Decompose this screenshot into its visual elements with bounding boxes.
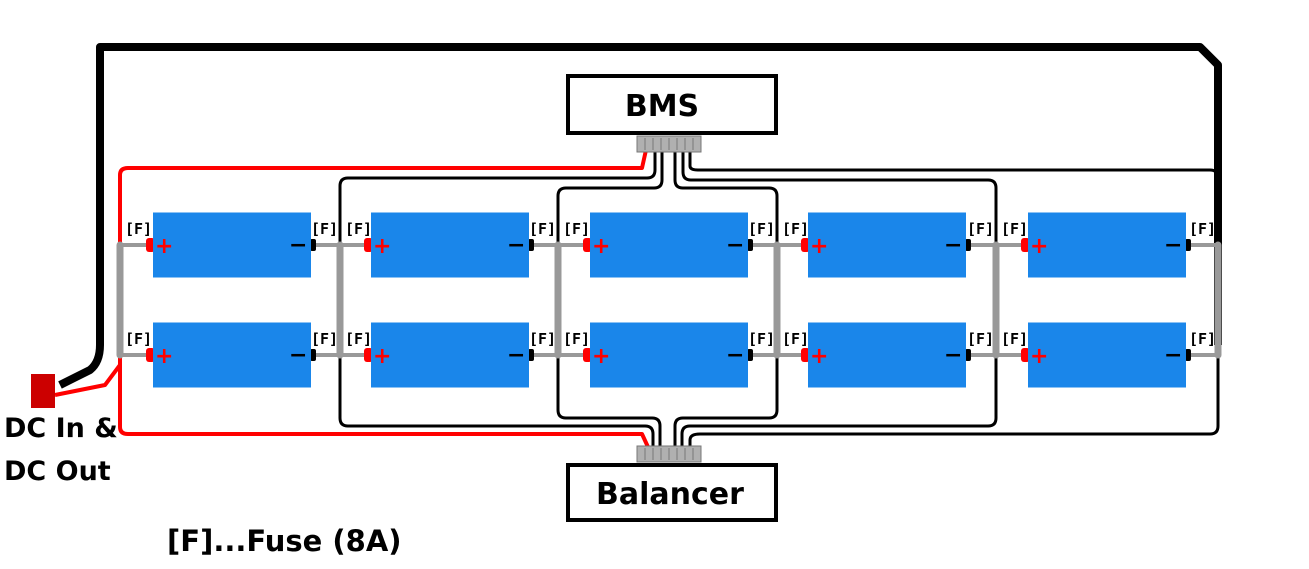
fuse-label: [F] bbox=[345, 330, 372, 348]
battery-cell bbox=[1028, 212, 1186, 278]
bms-sense-wires bbox=[338, 150, 1220, 245]
negative-terminal bbox=[965, 239, 971, 251]
positive-terminal bbox=[583, 238, 592, 252]
negative-terminal bbox=[528, 349, 534, 361]
negative-symbol: − bbox=[1164, 343, 1182, 368]
fuse-label: [F] bbox=[1001, 220, 1028, 238]
positive-symbol: + bbox=[373, 344, 391, 369]
negative-symbol: − bbox=[944, 233, 962, 258]
positive-terminal bbox=[364, 348, 373, 362]
fuse-label: [F] bbox=[529, 220, 556, 238]
bms-label: BMS bbox=[625, 89, 699, 124]
positive-terminal bbox=[1021, 348, 1030, 362]
negative-terminal bbox=[528, 239, 534, 251]
positive-terminal bbox=[1021, 238, 1030, 252]
negative-terminal bbox=[747, 239, 753, 251]
fuse-label: [F] bbox=[529, 330, 556, 348]
dc-terminal bbox=[31, 374, 55, 408]
negative-symbol: − bbox=[726, 343, 744, 368]
balancer-connector bbox=[636, 445, 702, 463]
main-negative-wire bbox=[58, 43, 1222, 389]
battery-cell bbox=[590, 212, 748, 278]
positive-symbol: + bbox=[155, 344, 173, 369]
positive-symbol: + bbox=[810, 234, 828, 259]
fuse-label: [F] bbox=[782, 220, 809, 238]
battery-cells: +−[F][F]+−[F][F]+−[F][F]+−[F][F]+−[F][F]… bbox=[116, 212, 1222, 388]
negative-symbol: − bbox=[507, 233, 525, 258]
balancer-box: Balancer bbox=[566, 463, 778, 522]
fuse-label: [F] bbox=[125, 220, 152, 238]
battery-cell bbox=[153, 212, 311, 278]
fuse-label: [F] bbox=[345, 220, 372, 238]
negative-terminal bbox=[965, 349, 971, 361]
balancer-sense-wires bbox=[338, 355, 1220, 447]
negative-symbol: − bbox=[289, 233, 307, 258]
fuse-label: [F] bbox=[125, 330, 152, 348]
battery-cell bbox=[808, 212, 966, 278]
fuse-label: [F] bbox=[311, 330, 338, 348]
negative-symbol: − bbox=[944, 343, 962, 368]
fuse-label: [F] bbox=[748, 220, 775, 238]
bms-connector bbox=[636, 135, 702, 153]
positive-symbol: + bbox=[1030, 344, 1048, 369]
positive-terminal bbox=[146, 348, 155, 362]
negative-terminal bbox=[310, 349, 316, 361]
fuse-label: [F] bbox=[967, 330, 994, 348]
negative-terminal bbox=[747, 349, 753, 361]
fuse-label: [F] bbox=[563, 330, 590, 348]
positive-symbol: + bbox=[592, 344, 610, 369]
bms-box: BMS bbox=[566, 74, 778, 135]
positive-terminal bbox=[801, 238, 810, 252]
positive-terminal bbox=[801, 348, 810, 362]
fuse-label: [F] bbox=[748, 330, 775, 348]
fuse-label: [F] bbox=[311, 220, 338, 238]
fuse-label: [F] bbox=[967, 220, 994, 238]
battery-cell bbox=[1028, 322, 1186, 388]
dc-label-line2: DC Out bbox=[4, 456, 111, 487]
negative-symbol: − bbox=[289, 343, 307, 368]
fuse-label: [F] bbox=[1189, 330, 1216, 348]
negative-terminal bbox=[1185, 349, 1191, 361]
battery-cell bbox=[590, 322, 748, 388]
dc-label-line1: DC In & bbox=[4, 413, 118, 444]
balancer-positive-wire bbox=[118, 365, 650, 448]
positive-symbol: + bbox=[155, 234, 173, 259]
positive-terminal bbox=[146, 238, 155, 252]
positive-symbol: + bbox=[373, 234, 391, 259]
fuse-label: [F] bbox=[1001, 330, 1028, 348]
negative-terminal bbox=[1185, 239, 1191, 251]
positive-symbol: + bbox=[1030, 234, 1048, 259]
positive-symbol: + bbox=[592, 234, 610, 259]
negative-symbol: − bbox=[507, 343, 525, 368]
battery-cell bbox=[808, 322, 966, 388]
fuse-label: [F] bbox=[563, 220, 590, 238]
fuse-label: [F] bbox=[1189, 220, 1216, 238]
positive-terminal bbox=[583, 348, 592, 362]
negative-terminal bbox=[310, 239, 316, 251]
fuse-label: [F] bbox=[782, 330, 809, 348]
negative-symbol: − bbox=[1164, 233, 1182, 258]
battery-cell bbox=[371, 322, 529, 388]
battery-cell bbox=[371, 212, 529, 278]
battery-cell bbox=[153, 322, 311, 388]
positive-symbol: + bbox=[810, 344, 828, 369]
balancer-label: Balancer bbox=[596, 477, 744, 512]
fuse-legend: [F]...Fuse (8A) bbox=[167, 524, 402, 558]
negative-symbol: − bbox=[726, 233, 744, 258]
positive-terminal bbox=[364, 238, 373, 252]
